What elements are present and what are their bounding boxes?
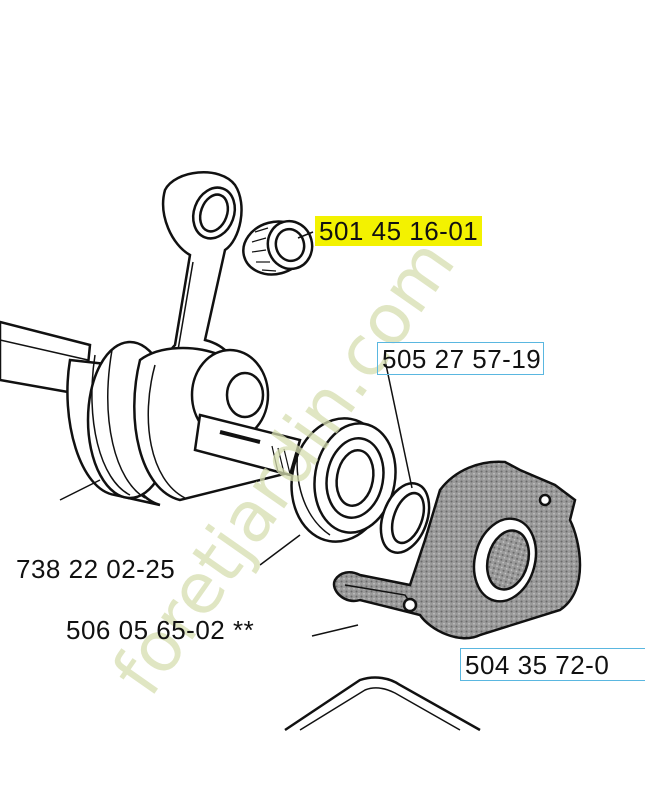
washer [379,482,431,554]
part-label-bearing-housing: 504 35 72-0 [460,648,645,681]
leader-lines [59,231,413,637]
bearing-housing [332,460,582,640]
ball-bearing [290,417,397,543]
part-label-main-bearing: 738 22 02-25 [16,554,176,584]
part-label-washer: 505 27 57-19 [377,342,545,375]
connecting-rod [162,171,243,397]
part-label-clip: 506 05 65-02 ** [66,615,255,645]
needle-bearing [242,219,314,276]
cover-plate [284,676,481,732]
part-label-upper-bearing: 501 45 16-01 [315,216,483,246]
crank-pin [193,413,302,477]
